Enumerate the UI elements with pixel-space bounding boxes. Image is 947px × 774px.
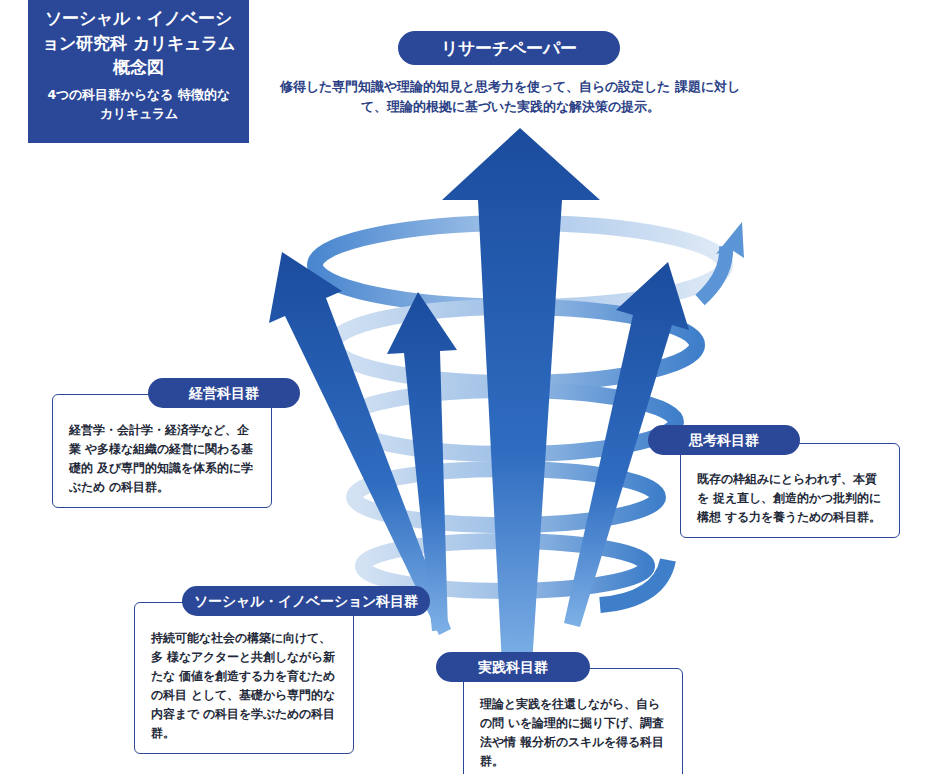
central-arrow (442, 128, 600, 665)
course-description: 経営学・会計学・経済学など、企業 や多様な組織の経営に関わる基礎的 及び専門的知… (69, 421, 257, 497)
course-description: 既存の枠組みにとらわれず、本質を 捉え直し、創造的かつ批判的に構想 する力を養う… (697, 470, 885, 527)
course-heading: ソーシャル・イノベーション科目群 (182, 586, 430, 616)
course-box: 既存の枠組みにとらわれず、本質を 捉え直し、創造的かつ批判的に構想 する力を養う… (680, 443, 900, 538)
course-box: 理論と実践を往還しながら、自らの問 いを論理的に掘り下げ、調査法や情 報分析のス… (463, 668, 683, 774)
course-description: 理論と実践を往還しながら、自らの問 いを論理的に掘り下げ、調査法や情 報分析のス… (480, 695, 668, 771)
goal-description: 修得した専門知識や理論的知見と思考力を使って、自らの設定した 課題に対して、理論… (270, 77, 750, 117)
spiral-tail (600, 560, 668, 605)
growth-arrow (387, 292, 457, 631)
subtitle-label: 4つの科目群からなる 特徴的なカリキュラム (42, 86, 235, 124)
spiral-arrow-head (716, 222, 744, 258)
diagram-title: ソーシャル・イノベーション研究科 カリキュラム概念図 (42, 6, 235, 80)
spiral-end (700, 246, 726, 300)
course-group: 既存の枠組みにとらわれず、本質を 捉え直し、創造的かつ批判的に構想 する力を養う… (680, 443, 900, 531)
course-heading: 実践科目群 (436, 652, 590, 682)
goal-heading: リサーチペーパー (398, 31, 620, 65)
course-box: 持続可能な社会の構築に向けて、多 様なアクターと共創しながら新たな 価値を創造す… (134, 602, 354, 754)
course-description: 持続可能な社会の構築に向けて、多 様なアクターと共創しながら新たな 価値を創造す… (151, 629, 339, 743)
course-group: 経営学・会計学・経済学など、企業 や多様な組織の経営に関わる基礎的 及び専門的知… (52, 394, 272, 496)
goal-node: リサーチペーパー修得した専門知識や理論的知見と思考力を使って、自らの設定した 課… (270, 31, 750, 121)
course-group: 理論と実践を往還しながら、自らの問 いを論理的に掘り下げ、調査法や情 報分析のス… (463, 668, 683, 760)
title-panel: ソーシャル・イノベーション研究科 カリキュラム概念図 4つの科目群からなる 特徴的… (28, 0, 249, 143)
course-heading: 思考科目群 (648, 425, 800, 455)
course-box: 経営学・会計学・経済学など、企業 や多様な組織の経営に関わる基礎的 及び専門的知… (52, 394, 272, 508)
course-group: 持続可能な社会の構築に向けて、多 様なアクターと共創しながら新たな 価値を創造す… (134, 602, 354, 718)
course-heading: 経営科目群 (148, 378, 300, 408)
